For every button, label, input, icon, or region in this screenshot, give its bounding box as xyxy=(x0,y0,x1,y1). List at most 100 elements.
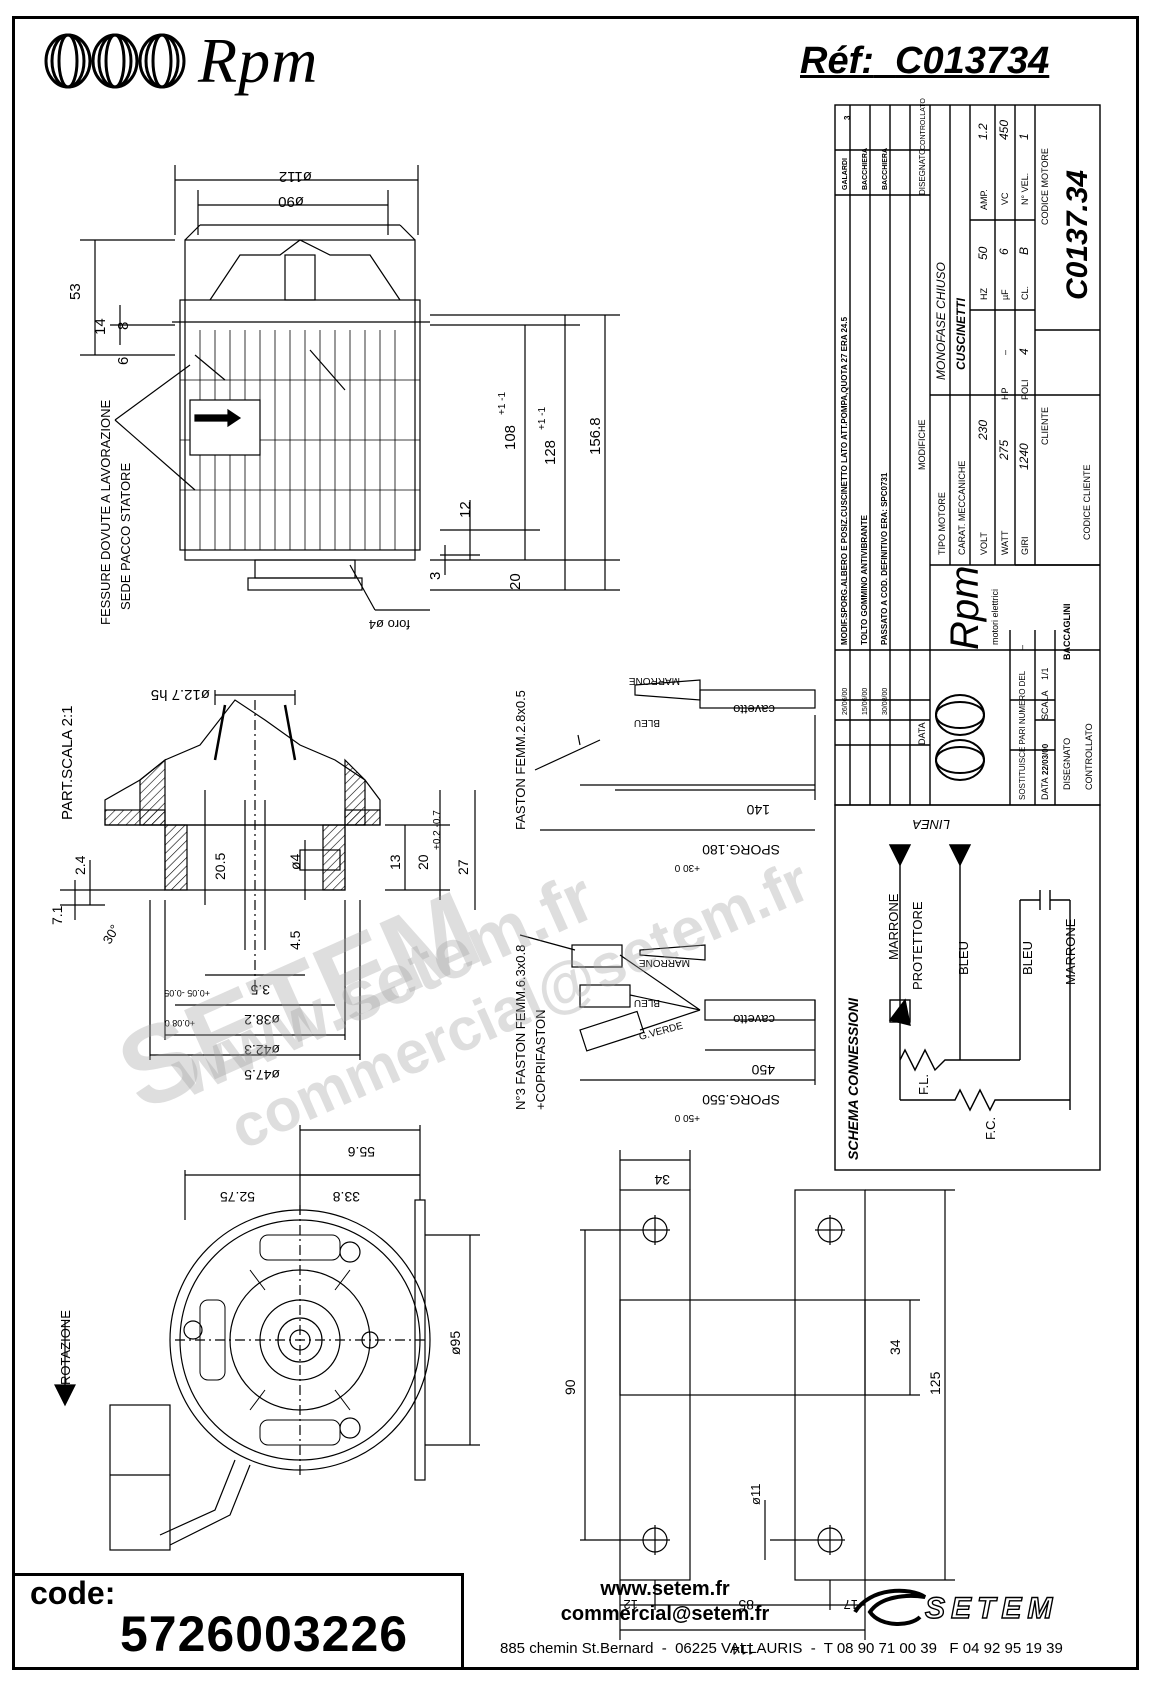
carat-label: CARAT. MECCANICHE xyxy=(957,461,967,555)
carat-value: CUSCINETTI xyxy=(954,297,968,370)
rev-2-by: BACCHIERA xyxy=(862,148,869,190)
amp-label: AMP. xyxy=(979,189,989,210)
footer-company-logo: SETEM xyxy=(924,1591,1059,1625)
reference-number: Réf: C013734 xyxy=(800,40,1050,82)
dim-h14: 14 xyxy=(92,318,109,335)
note-fessure: FESSURE DOVUTE A LAVORAZIONE xyxy=(98,400,113,625)
dim-bracket-114: 114 xyxy=(731,1642,754,1658)
dim-shaft: ø12.7 h5 xyxy=(151,686,210,703)
cable3-copri: +COPRIFASTON xyxy=(533,1009,548,1110)
dim-d24: 2.4 xyxy=(72,855,88,875)
cable3-len450: 450 xyxy=(751,1062,775,1078)
schema-fl: F.L. xyxy=(916,1074,931,1095)
rev-3-num: 3 xyxy=(843,115,852,120)
uf-value: 6 xyxy=(997,248,1011,255)
cliente-label: CLIENTE xyxy=(1040,407,1050,445)
rev-3-date: 26/06/00 xyxy=(842,688,849,715)
hdr-disegnato: DISEGNATO xyxy=(918,149,927,195)
dim-d71: 7.1 xyxy=(49,905,65,925)
dim-bracket-h34: 34 xyxy=(887,1339,903,1355)
cable1-cavetto: cavetto xyxy=(733,702,775,717)
uf-label: µF xyxy=(1000,289,1010,300)
dim-bracket-125: 125 xyxy=(927,1371,943,1395)
schema-protettore: PROTETTORE xyxy=(910,901,925,990)
footer-address: 885 chemin St.Bernard - 06225 VALLAURIS … xyxy=(500,1640,1063,1657)
cable1-sporg: SPORG.180 xyxy=(702,842,780,858)
hz-value: 50 xyxy=(976,246,990,260)
dim-d4: ø4 xyxy=(287,853,303,870)
cable3-gverde: G.VERDE xyxy=(638,1021,685,1043)
label-rotazione: ROTAZIONE xyxy=(58,1310,73,1385)
dim-h53: 53 xyxy=(67,283,84,300)
dim-hole4: foro ø4 xyxy=(369,617,410,632)
dim-bracket-85: 85 xyxy=(738,1597,754,1613)
cable3-faston: N°3 FASTON FEMM.6.3x0.8 xyxy=(513,945,528,1110)
hdr-data: DATA xyxy=(917,722,927,745)
tb-sostituisce-value: – xyxy=(1017,645,1027,650)
tol-d35: +0.05 -0.05 xyxy=(164,988,210,998)
tb-scala-label: SCALA xyxy=(1040,690,1050,720)
giri-value: 1240 xyxy=(1017,443,1031,470)
cable1-tol: +30 0 xyxy=(674,862,700,873)
dim-d556: 55.6 xyxy=(348,1144,375,1160)
poli-label: POLI xyxy=(1020,379,1030,400)
cable-3-wire xyxy=(519,934,816,1085)
tb-disegnato-label: DISEGNATO xyxy=(1062,738,1072,790)
dim-d90: ø90 xyxy=(278,193,304,210)
code-box xyxy=(14,1573,464,1668)
code-value: 5726003226 xyxy=(120,1606,409,1662)
rev-1-date: 30/08/00 xyxy=(882,688,889,715)
tb-scala-value: 1/1 xyxy=(1040,667,1050,680)
brand-name: Rpm xyxy=(198,25,319,96)
cl-label: CL. xyxy=(1020,286,1030,300)
tb-coil-logo xyxy=(935,694,985,781)
code-label: code: xyxy=(30,1575,116,1611)
cable1-marrone: MARRONE xyxy=(629,675,680,686)
rev-2-text: TOLTO GOMMINO ANTIVIBRANTE xyxy=(860,514,869,645)
codice-motore-value: C0137.34 xyxy=(1061,170,1094,300)
dim-bracket-17: 17 xyxy=(844,1597,858,1612)
dim-angle: 30° xyxy=(100,922,123,947)
rev-1-text: PASSATO A COD. DEFINITIVO ERA: SPC0731 xyxy=(880,472,889,645)
rev-3-text: MODIF.SPORG.ALBERO E POSIZ.CUSCINETTO LA… xyxy=(840,316,849,645)
footer-web[interactable]: www.setem.fr xyxy=(600,1578,730,1600)
cable3-sporg: SPORG.550 xyxy=(702,1092,780,1108)
schema-marrone2: MARRONE xyxy=(1063,918,1078,985)
setem-swirl-icon xyxy=(853,1588,927,1626)
drawing-frame xyxy=(12,16,1139,1670)
dim-h6: 6 xyxy=(115,357,132,365)
schema-bleu: BLEU xyxy=(956,941,971,975)
codice-cliente-label: CODICE CLIENTE xyxy=(1082,464,1092,540)
hz-label: HZ xyxy=(979,288,989,300)
dim-d13: 13 xyxy=(387,854,403,870)
schema-fc: F.C. xyxy=(983,1117,998,1140)
dim-h108: 108 xyxy=(502,425,519,450)
schema-title: SCHEMA CONNESSIONI xyxy=(845,997,861,1160)
motor-front-view xyxy=(54,1125,480,1551)
amp-value: 1.2 xyxy=(976,123,990,140)
rev-3-by: GALARDI xyxy=(842,158,849,190)
motor-side-view xyxy=(80,165,620,611)
dim-h128: 128 xyxy=(542,440,559,465)
shaft-detail-view xyxy=(60,690,476,1060)
dim-d382: ø38.2 xyxy=(244,1012,280,1028)
cable3-tol: +50 0 xyxy=(674,1112,700,1123)
watt-label: WATT xyxy=(1000,530,1010,555)
schema-bleu2: BLEU xyxy=(1020,941,1035,975)
vc-label: VC xyxy=(1000,192,1010,205)
cable3-marrone: MARRONE xyxy=(639,957,690,968)
tipo-motore-value: MONOFASE CHIUSO xyxy=(934,262,948,380)
cable3-bleu: BLEU xyxy=(634,997,660,1008)
hp-value: – xyxy=(1000,350,1010,355)
dim-d112: ø112 xyxy=(279,168,312,185)
tb-data-value: 22/03/00 xyxy=(1041,743,1050,775)
cable-2-wire xyxy=(534,679,816,831)
schema-linea: LINEA xyxy=(912,817,950,832)
footer-mail[interactable]: commercial@setem.fr xyxy=(560,1603,770,1625)
title-block-frame xyxy=(834,104,1101,806)
hp-label: HP xyxy=(1000,387,1010,400)
dim-h1568: 156.8 xyxy=(587,417,604,455)
schema-marrone: MARRONE xyxy=(886,893,901,960)
tipo-motore-label: TIPO MOTORE xyxy=(937,492,947,555)
tol-d27: +0.2 -0.7 xyxy=(432,810,443,850)
